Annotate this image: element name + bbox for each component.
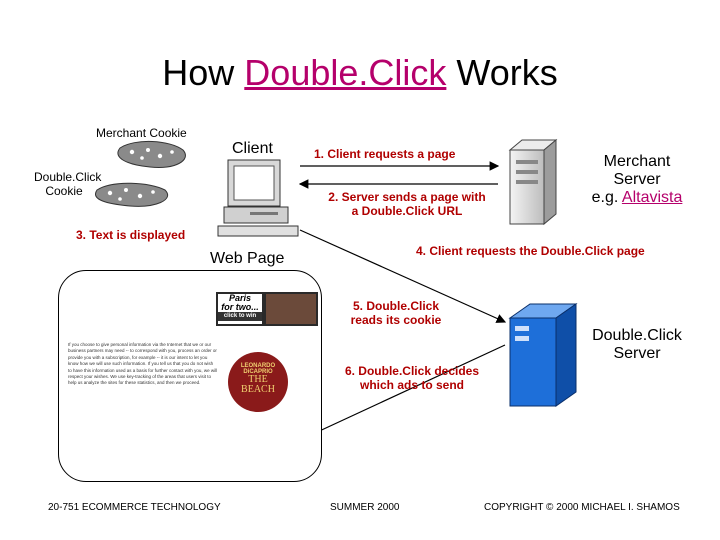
beach-ad-line4: BEACH	[228, 385, 288, 395]
merchant-server-icon	[510, 140, 556, 224]
step-5: 5. Double.Click reads its cookie	[336, 299, 456, 327]
client-computer-icon	[218, 160, 298, 236]
doubleclick-cookie-label-line1: Double.Click	[34, 170, 94, 184]
paris-ad-text: Paris for two... click to win	[218, 294, 262, 324]
doubleclick-server-label: Double.Click Server	[584, 327, 690, 363]
doubleclick-cookie-icon	[95, 183, 167, 206]
merchant-server-label-line3: e.g. Altavista	[582, 189, 692, 207]
doubleclick-server-icon	[510, 304, 576, 406]
step-6-line2: which ads to send	[338, 378, 486, 392]
web-page-label: Web Page	[210, 250, 284, 268]
doubleclick-server-label-line1: Double.Click	[584, 327, 690, 345]
step-2: 2. Server sends a page with a Double.Cli…	[312, 190, 502, 218]
merchant-server-example-prefix: e.g.	[592, 189, 622, 206]
step-1: 1. Client requests a page	[314, 147, 455, 161]
paris-ad-banner[interactable]: Paris for two... click to win	[216, 292, 318, 326]
step-5-line2: reads its cookie	[336, 313, 456, 327]
step-6: 6. Double.Click decides which ads to sen…	[338, 364, 486, 392]
merchant-cookie-label: Merchant Cookie	[96, 126, 187, 140]
client-label: Client	[232, 140, 273, 158]
paris-ad-photo	[266, 294, 316, 324]
merchant-server-label-line2: Server	[582, 171, 692, 189]
step-4: 4. Client requests the Double.Click page	[416, 244, 645, 258]
merchant-server-label: Merchant Server e.g. Altavista	[582, 153, 692, 207]
footer-term: SUMMER 2000	[330, 502, 399, 513]
merchant-cookie-icon	[118, 141, 186, 167]
doubleclick-server-label-line2: Server	[584, 345, 690, 363]
step-5-line1: 5. Double.Click	[336, 299, 456, 313]
step-2-line1: 2. Server sends a page with	[312, 190, 502, 204]
altavista-link[interactable]: Altavista	[622, 189, 682, 206]
step-6-line1: 6. Double.Click decides	[338, 364, 486, 378]
paris-ad-line3: click to win	[218, 312, 262, 321]
footer-copyright: COPYRIGHT © 2000 MICHAEL I. SHAMOS	[484, 502, 680, 513]
step-3: 3. Text is displayed	[76, 228, 185, 242]
beach-ad-seal[interactable]: LEONARDO DiCAPRIO THE BEACH	[228, 352, 288, 412]
step-2-line2: a Double.Click URL	[312, 204, 502, 218]
footer-course: 20-751 ECOMMERCE TECHNOLOGY	[48, 502, 221, 513]
doubleclick-cookie-label-line2: Cookie	[34, 184, 94, 198]
web-page-body-text: If you choose to give personal informati…	[68, 342, 218, 387]
merchant-server-label-line1: Merchant	[582, 153, 692, 171]
arrow-doubleclick-to-client	[300, 345, 505, 440]
doubleclick-cookie-label: Double.Click Cookie	[34, 170, 94, 198]
paris-ad-line2: for two...	[218, 303, 262, 312]
